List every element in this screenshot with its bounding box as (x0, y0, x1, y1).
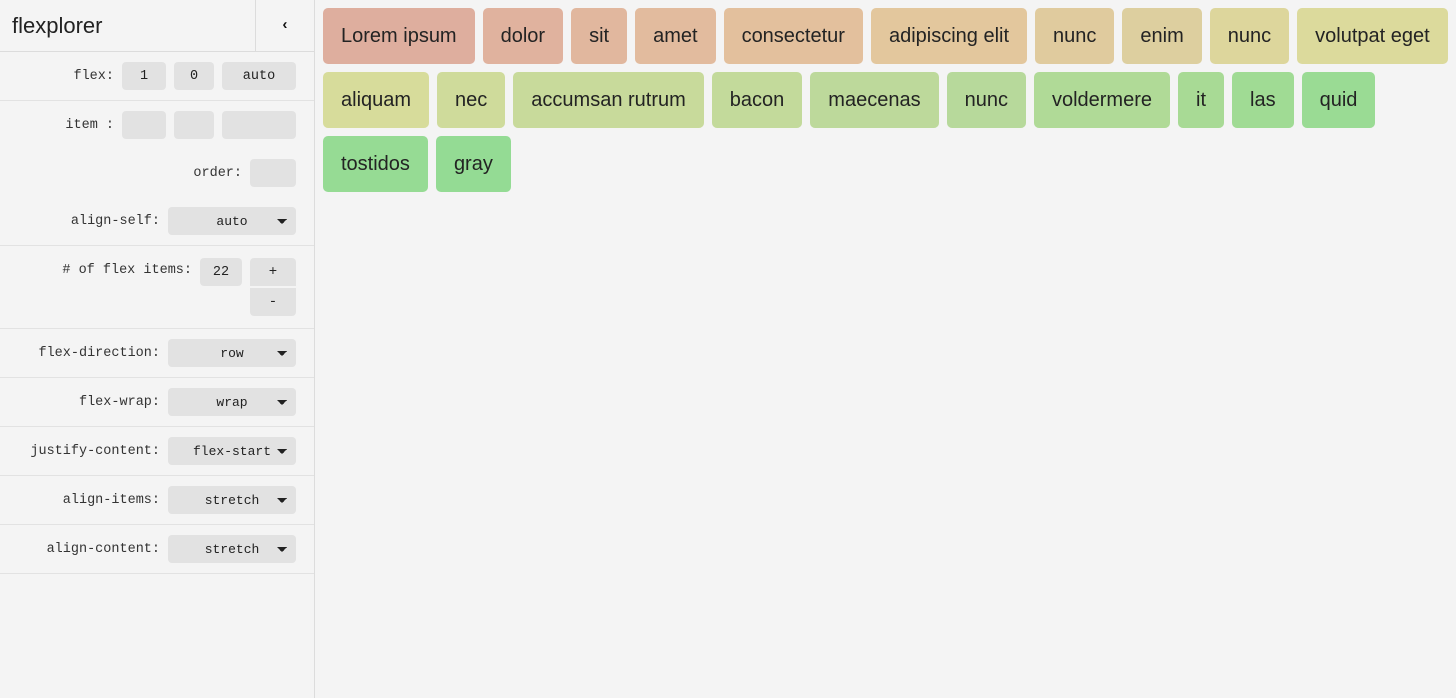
sidebar-controls: flex: item : order: align-self: autoflex-sta… (0, 52, 314, 574)
flex-item-label: it (1196, 88, 1206, 111)
control-row: align-items: stretchflex-startflex-endcen… (0, 476, 314, 524)
align-content-select[interactable]: stretchflex-startflex-endcenterspace-bet… (168, 535, 296, 563)
flex-item-label: accumsan rutrum (531, 88, 686, 111)
flex-shrink-input[interactable] (174, 62, 214, 90)
flex-item-label: adipiscing elit (888, 24, 1010, 47)
control-row: align-content: stretchflex-startflex-endc… (0, 525, 314, 573)
flex-item[interactable]: voldermere (1033, 72, 1170, 128)
flex-item[interactable]: consectetur (723, 8, 863, 64)
control-group-flex-direction-group: flex-direction: rowrow-reversecolumncolum… (0, 329, 314, 378)
flex-item[interactable]: bacon (711, 72, 803, 128)
flex-item[interactable]: nunc (1209, 8, 1290, 64)
control-row: flex-wrap: nowrapwrapwrap-reverse (0, 378, 314, 426)
control-label: align-self: (70, 213, 160, 229)
flex-item[interactable]: maecenas (810, 72, 939, 128)
control-group-justify-content-group: justify-content: flex-startflex-endcenter… (0, 427, 314, 476)
control-label: item : (65, 117, 114, 133)
control-row: item : (0, 101, 314, 149)
control-label: flex-direction: (38, 345, 160, 361)
flex-item-label: sit (589, 24, 610, 47)
flex-item-label: enim (1140, 24, 1184, 47)
flex-item-label: consectetur (741, 24, 845, 47)
flex-item-label: tostidos (341, 152, 410, 175)
control-row: order: (0, 149, 314, 197)
flex-item-label: bacon (729, 88, 785, 111)
flex-item[interactable]: tostidos (323, 136, 428, 192)
flex-item-label: dolor (500, 24, 546, 47)
flex-item[interactable]: it (1178, 72, 1224, 128)
control-label: flex-wrap: (78, 394, 160, 410)
flex-item-label: las (1250, 88, 1276, 111)
control-row: align-self: autoflex-startflex-endcenterb… (0, 197, 314, 245)
align-self-select[interactable]: autoflex-startflex-endcenterbaselinestre… (168, 207, 296, 235)
flex-item[interactable]: sit (571, 8, 628, 64)
control-label: align-content: (46, 541, 160, 557)
flex-item-label: nec (455, 88, 488, 111)
flex-canvas: Lorem ipsum dolor sit amet consectetur adipis… (315, 0, 1456, 698)
flex-item[interactable]: nunc (946, 72, 1026, 128)
control-row: flex-direction: rowrow-reversecolumncolum… (0, 329, 314, 377)
control-label: flex: (73, 68, 114, 84)
decrement-button[interactable]: - (250, 288, 296, 316)
control-label: align-items: (62, 492, 160, 508)
flex-item[interactable]: las (1232, 72, 1294, 128)
sidebar-header: flexplorer ‹ (0, 0, 314, 52)
flex-item-count-input[interactable] (200, 258, 242, 286)
flex-item-label: amet (653, 24, 698, 47)
flex-item-label: nunc (1227, 24, 1272, 47)
flex-item[interactable]: dolor (482, 8, 564, 64)
flex-direction-select[interactable]: rowrow-reversecolumncolumn-reverse (168, 339, 296, 367)
control-group-flex-wrap-group: flex-wrap: nowrapwrapwrap-reverse (0, 378, 314, 427)
flex-grow-input[interactable] (122, 62, 166, 90)
flex-item-label: voldermere (1051, 88, 1152, 111)
flex-item-label: aliquam (341, 88, 412, 111)
page-title: flexplorer (0, 0, 256, 51)
item-flex-shrink-input[interactable] (174, 111, 214, 139)
flex-item-label: nunc (1053, 24, 1097, 47)
flex-item[interactable]: gray (435, 136, 511, 192)
flex-item-label: volutpat eget (1315, 24, 1430, 47)
flex-item-label: maecenas (828, 88, 921, 111)
item-flex-basis-input[interactable] (222, 111, 296, 139)
flex-item[interactable]: nunc (1035, 8, 1115, 64)
flex-item[interactable]: amet (635, 8, 716, 64)
control-label: order: (193, 165, 242, 181)
flex-item-count-stepper: +- (250, 258, 296, 316)
control-row: justify-content: flex-startflex-endcenter… (0, 427, 314, 475)
increment-button[interactable]: + (250, 258, 296, 286)
flex-item[interactable]: volutpat eget (1297, 8, 1448, 64)
flex-item-label: nunc (964, 88, 1008, 111)
sidebar: flexplorer ‹ flex: item : order: align-self… (0, 0, 315, 698)
control-group-flex-shorthand: flex: (0, 52, 314, 101)
flex-item-label: Lorem ipsum (341, 24, 457, 47)
control-row: # of flex items: +- (0, 246, 314, 328)
control-group-align-content-group: align-content: stretchflex-startflex-endc… (0, 525, 314, 574)
control-row: flex: (0, 52, 314, 100)
flex-item[interactable]: enim (1122, 8, 1202, 64)
control-label: # of flex items: (62, 263, 192, 278)
align-items-select[interactable]: stretchflex-startflex-endcenterbaseline (168, 486, 296, 514)
control-group-item-count: # of flex items: +- (0, 246, 314, 329)
chevron-left-icon[interactable]: ‹ (256, 0, 314, 51)
justify-content-select[interactable]: flex-startflex-endcenterspace-betweenspa… (168, 437, 296, 465)
flex-item-label: gray (453, 152, 493, 175)
control-label: justify-content: (30, 443, 160, 459)
flex-item[interactable]: aliquam (323, 72, 430, 128)
flex-basis-input[interactable] (222, 62, 296, 90)
item-flex-grow-input[interactable] (122, 111, 166, 139)
control-group-item-controls: item : order: align-self: autoflex-startfle… (0, 101, 314, 246)
flex-item-label: quid (1319, 88, 1358, 111)
flex-item[interactable]: nec (437, 72, 506, 128)
flex-item[interactable]: quid (1301, 72, 1376, 128)
flex-wrap-select[interactable]: nowrapwrapwrap-reverse (168, 388, 296, 416)
flex-item[interactable]: adipiscing elit (870, 8, 1028, 64)
order-input[interactable] (250, 159, 296, 187)
flex-item[interactable]: Lorem ipsum (323, 8, 475, 64)
control-group-align-items-group: align-items: stretchflex-startflex-endcen… (0, 476, 314, 525)
flex-item[interactable]: accumsan rutrum (513, 72, 704, 128)
